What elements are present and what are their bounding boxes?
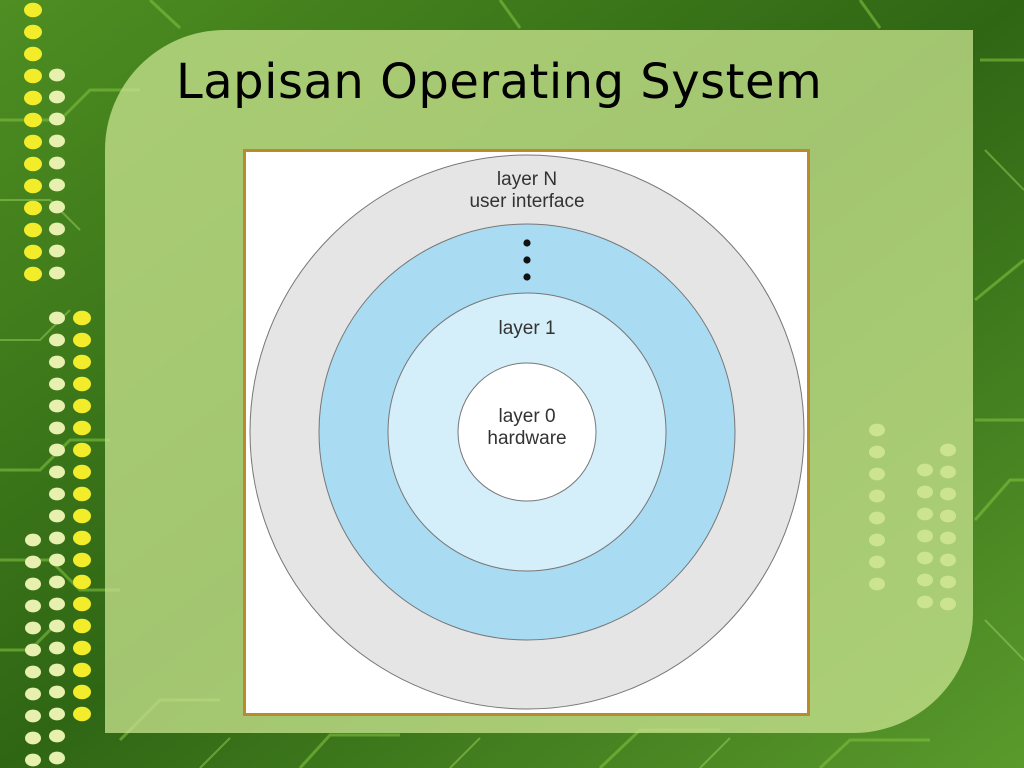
layer-n-desc: user interface bbox=[469, 191, 585, 212]
layered-os-diagram: layer N user interface layer 1 layer 0 h… bbox=[243, 149, 810, 716]
layer-n-label: layer N user interface bbox=[417, 169, 637, 213]
layer-n-name: layer N bbox=[496, 169, 558, 190]
layer-1-label: layer 1 bbox=[417, 318, 637, 340]
layer-0-desc: hardware bbox=[487, 428, 567, 449]
layer-0-name: layer 0 bbox=[498, 406, 556, 427]
ellipsis-dots bbox=[523, 239, 531, 281]
layer-0-label: layer 0 hardware bbox=[417, 406, 637, 450]
layer-0-core bbox=[457, 362, 597, 502]
layer-1-name: layer 1 bbox=[498, 318, 556, 339]
concentric-layers-svg bbox=[249, 154, 805, 710]
slide-title: Lapisan Operating System bbox=[176, 54, 823, 110]
